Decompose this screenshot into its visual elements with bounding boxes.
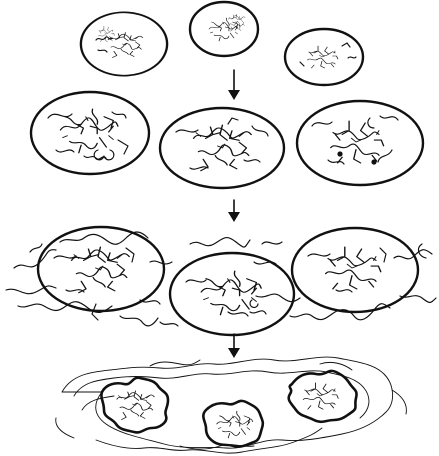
stage-4-domain-center	[203, 401, 262, 447]
stage-1-particle-right	[285, 29, 363, 85]
arrow-down-icon	[228, 70, 240, 100]
stage-2-particle-right	[297, 101, 423, 185]
stage-3-particle-right	[292, 228, 418, 312]
stage-2-particle-left	[31, 92, 149, 174]
stage-3	[6, 227, 436, 335]
stage-4	[56, 357, 407, 453]
stage-1-particle-center	[190, 2, 258, 56]
arrow-down-icon	[228, 200, 240, 222]
stage-1	[81, 2, 363, 85]
stage-2	[31, 92, 423, 188]
stage-3-particle-left	[38, 227, 164, 311]
stage-1-particle-left	[81, 12, 167, 75]
stage-2-particle-center	[160, 108, 284, 188]
stage-4-domain-left	[101, 378, 168, 433]
stage-4-domain-right	[289, 371, 357, 422]
arrow-down-icon	[228, 334, 240, 358]
